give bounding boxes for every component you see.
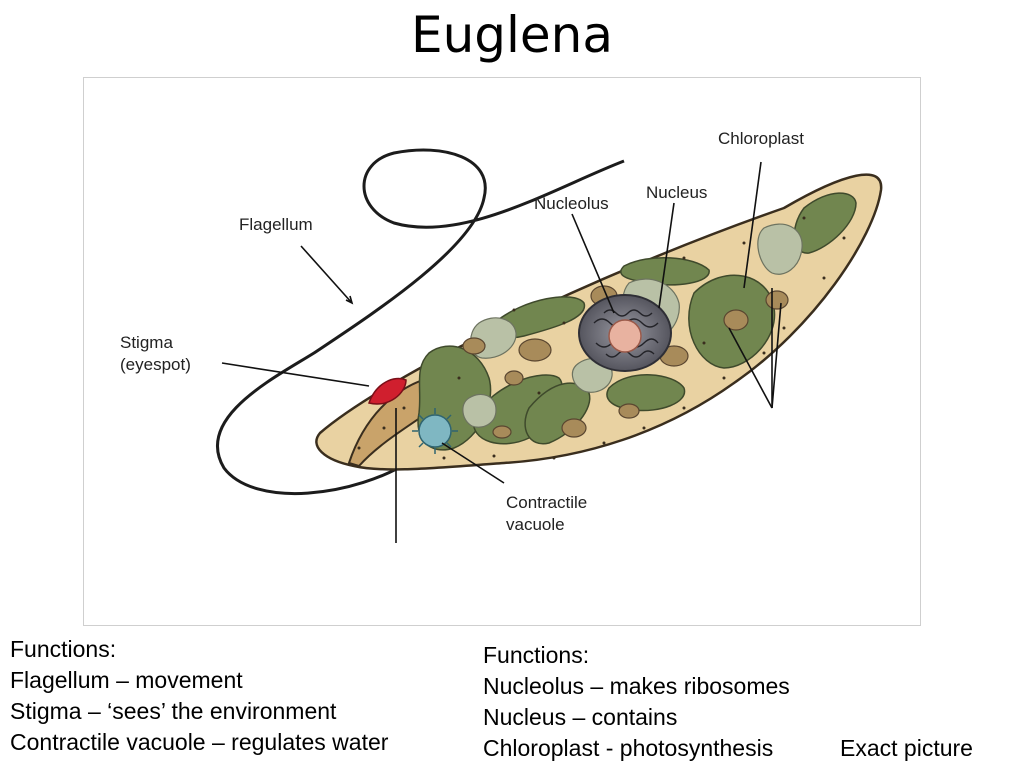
page-title: Euglena xyxy=(410,6,613,64)
label-vacuole: vacuole xyxy=(506,515,565,534)
label-contractile: Contractile xyxy=(506,493,587,512)
label-stigma: Stigma xyxy=(120,333,173,352)
label-eyespot: (eyespot) xyxy=(120,355,191,374)
euglena-diagram: Flagellum Stigma (eyespot) Nucleolus Nuc… xyxy=(83,77,921,626)
left-functions-heading: Functions: xyxy=(10,636,117,662)
leader-lines xyxy=(221,161,782,543)
label-nucleolus: Nucleolus xyxy=(534,194,609,213)
function-chloroplast: Chloroplast - photosynthesis xyxy=(483,735,774,761)
function-nucleus: Nucleus – contains xyxy=(483,704,678,730)
nucleolus-shape xyxy=(608,319,642,353)
exact-picture-note: Exact picture xyxy=(840,735,973,761)
function-nucleolus: Nucleolus – makes ribosomes xyxy=(483,673,790,699)
left-functions: Functions: Flagellum – movement Stigma –… xyxy=(10,634,388,758)
function-flagellum: Flagellum – movement xyxy=(10,667,243,693)
diagram-svg: Flagellum Stigma (eyespot) Nucleolus Nuc… xyxy=(120,129,883,543)
stigma-shape xyxy=(368,377,407,405)
right-functions: Functions: Nucleolus – makes ribosomes N… xyxy=(483,640,790,764)
function-stigma: Stigma – ‘sees’ the environment xyxy=(10,698,337,724)
flagellum-shape xyxy=(215,148,625,495)
label-nucleus: Nucleus xyxy=(646,183,707,202)
label-chloroplast: Chloroplast xyxy=(718,129,804,148)
label-flagellum: Flagellum xyxy=(239,215,313,234)
right-functions-heading: Functions: xyxy=(483,642,590,668)
contractile-vacuole-shape xyxy=(412,408,458,454)
function-contractile-vacuole: Contractile vacuole – regulates water xyxy=(10,729,389,755)
cytoplasm-dots xyxy=(357,216,846,460)
